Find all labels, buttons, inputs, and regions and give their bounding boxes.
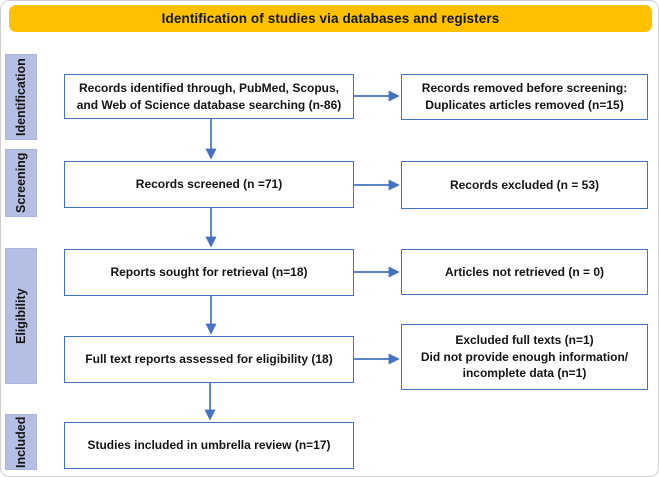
stage-label-screening: Screening xyxy=(5,149,37,217)
stage-label-text: Screening xyxy=(14,152,28,214)
box-text-line: Excluded full texts (n=1) xyxy=(455,332,594,347)
stage-label-identification: Identification xyxy=(5,54,37,140)
box-text-line: Records screened (n =71) xyxy=(135,177,283,192)
header-banner: Identification of studies via databases … xyxy=(9,5,652,32)
box-text-line: Records excluded (n = 53) xyxy=(449,177,600,192)
box-text-line: Studies included in umbrella review (n=1… xyxy=(87,438,331,453)
box-excluded-fulltexts: Excluded full texts (n=1) Did not provid… xyxy=(401,324,648,390)
box-text-line: Articles not retrieved (n = 0) xyxy=(444,264,605,279)
stage-label-text: Eligibility xyxy=(14,288,28,344)
box-fulltext-assessed: Full text reports assessed for eligibili… xyxy=(64,336,354,383)
box-text-line: and Web of Science database searching (n… xyxy=(76,97,342,112)
box-text-line: incomplete data (n=1) xyxy=(462,366,587,381)
box-text-line: Records identified through, PubMed, Scop… xyxy=(78,80,339,95)
box-text-line: Full text reports assessed for eligibili… xyxy=(85,352,333,367)
stage-label-text: Identification xyxy=(14,58,28,136)
box-text-line: Duplicates articles removed (n=15) xyxy=(425,98,624,112)
box-text-line: Reports sought for retrieval (n=18) xyxy=(110,265,308,280)
box-studies-included: Studies included in umbrella review (n=1… xyxy=(64,422,354,469)
stage-label-text: Included xyxy=(14,416,28,468)
box-records-identified: Records identified through, PubMed, Scop… xyxy=(64,74,354,119)
box-reports-sought: Reports sought for retrieval (n=18) xyxy=(64,249,354,296)
box-records-excluded: Records excluded (n = 53) xyxy=(401,161,648,209)
box-records-screened: Records screened (n =71) xyxy=(64,161,354,208)
box-text-line: Records removed before screening: xyxy=(421,81,628,96)
stage-label-included: Included xyxy=(5,414,37,470)
header-title: Identification of studies via databases … xyxy=(161,11,500,26)
box-articles-not-retrieved: Articles not retrieved (n = 0) xyxy=(401,249,648,295)
box-records-removed: Records removed before screening: Duplic… xyxy=(401,74,648,120)
stage-label-eligibility: Eligibility xyxy=(5,248,37,384)
box-text-line: Did not provide enough information/ xyxy=(420,349,629,364)
